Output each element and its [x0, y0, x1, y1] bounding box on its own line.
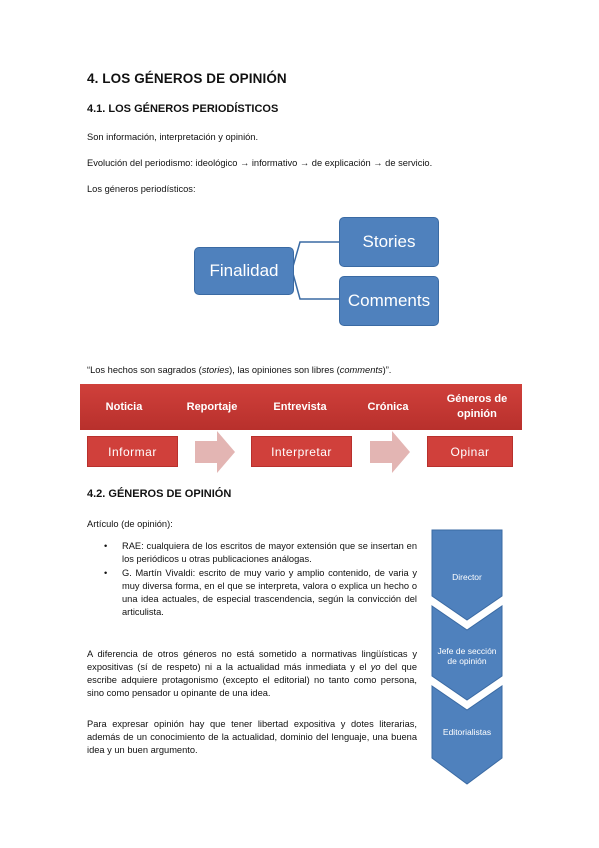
section-title: 4. LOS GÉNEROS DE OPINIÓN — [87, 71, 287, 86]
list-item: •RAE: cualquiera de los escritos de mayo… — [104, 541, 417, 564]
hierarchy-item: Director — [452, 572, 482, 582]
diagram-child-label: Comments — [347, 291, 431, 310]
arrow-right-icon — [370, 431, 410, 473]
quote-text: “Los hechos son sagrados ( — [87, 365, 202, 375]
purpose-box: Opinar — [427, 436, 513, 467]
paragraph: Los géneros periodísticos: — [87, 184, 196, 194]
paragraph: Son información, interpretación y opinió… — [87, 132, 259, 142]
genre-item: Reportaje — [186, 400, 238, 413]
article-label: Artículo (de opinión): — [87, 519, 173, 529]
paragraph: Para expresar opinión hay que tener libe… — [87, 719, 417, 755]
hierarchy-item: Editorialistas — [442, 727, 492, 737]
quote-text: ), las opiniones son libres ( — [229, 365, 340, 375]
genre-item: Géneros de opinión — [446, 393, 508, 420]
diagram-child-node: Stories — [339, 217, 439, 267]
subsection-title: 4.1. LOS GÉNEROS PERIODÍSTICOS — [87, 103, 279, 115]
paragraph: A diferencia de otros géneros no está so… — [87, 648, 417, 700]
genre-item: Crónica — [367, 400, 409, 413]
purpose-box: Interpretar — [251, 436, 352, 467]
quote: “Los hechos son sagrados (stories), las … — [87, 364, 391, 377]
diagram-child-node: Comments — [339, 276, 439, 326]
list-item: •G. Martín Vivaldi: escrito de muy vario… — [104, 568, 417, 617]
genres-banner: Noticia Reportaje Entrevista Crónica Gén… — [80, 384, 522, 430]
purpose-box: Informar — [87, 436, 178, 467]
genre-item: Entrevista — [273, 400, 327, 413]
list-item-text: RAE: cualquiera de los escritos de mayor… — [122, 541, 417, 564]
diagram-child-label: Stories — [362, 232, 416, 251]
quote-text: )”. — [382, 365, 392, 375]
arrow-right-icon — [195, 431, 235, 473]
subsection-title: 4.2. GÉNEROS DE OPINIÓN — [87, 488, 232, 500]
hierarchy-item: Jefe de sección de opinión — [437, 646, 497, 666]
genre-item: Noticia — [105, 400, 143, 413]
paragraph-text: A diferencia de otros géneros no está so… — [87, 649, 417, 672]
quote-emphasis: stories — [201, 365, 230, 375]
diagram-root-node: Finalidad — [194, 247, 294, 295]
paragraph-emphasis: yo — [370, 662, 381, 672]
paragraph-text: del que escribe adquiere protagonismo (e… — [87, 662, 417, 698]
hierarchy-chevrons — [431, 529, 503, 785]
definition-list: •RAE: cualquiera de los escritos de mayo… — [87, 540, 417, 620]
paragraph: Evolución del periodismo: ideológico → i… — [87, 158, 433, 168]
list-item-text: G. Martín Vivaldi: escrito de muy vario … — [122, 568, 417, 617]
quote-emphasis: comments — [339, 365, 383, 375]
diagram-root-label: Finalidad — [209, 261, 279, 280]
